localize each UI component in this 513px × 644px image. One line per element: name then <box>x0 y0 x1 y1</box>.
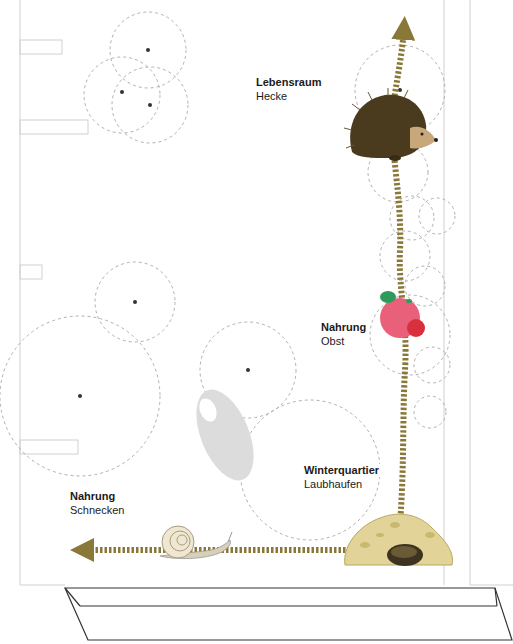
snail <box>160 526 232 559</box>
leaf-pile <box>345 514 453 566</box>
tree-canopies <box>0 12 455 540</box>
pond-highlight <box>196 396 220 424</box>
label-heading: Winterquartier <box>302 464 381 477</box>
label-heading: Nahrung <box>68 490 117 503</box>
label-text: Schnecken <box>68 504 126 517</box>
hedgehog <box>344 88 438 161</box>
label-heading: Lebensraum <box>254 76 323 89</box>
terrace-outline <box>65 588 512 640</box>
label-text: Laubhaufen <box>302 478 364 491</box>
pond <box>185 382 265 489</box>
plan-lines <box>20 0 513 585</box>
fruit <box>380 291 425 338</box>
label-text: Hecke <box>254 90 289 103</box>
label-text: Obst <box>319 335 346 348</box>
label-heading: Nahrung <box>319 321 368 334</box>
tree-trunks <box>78 48 402 398</box>
